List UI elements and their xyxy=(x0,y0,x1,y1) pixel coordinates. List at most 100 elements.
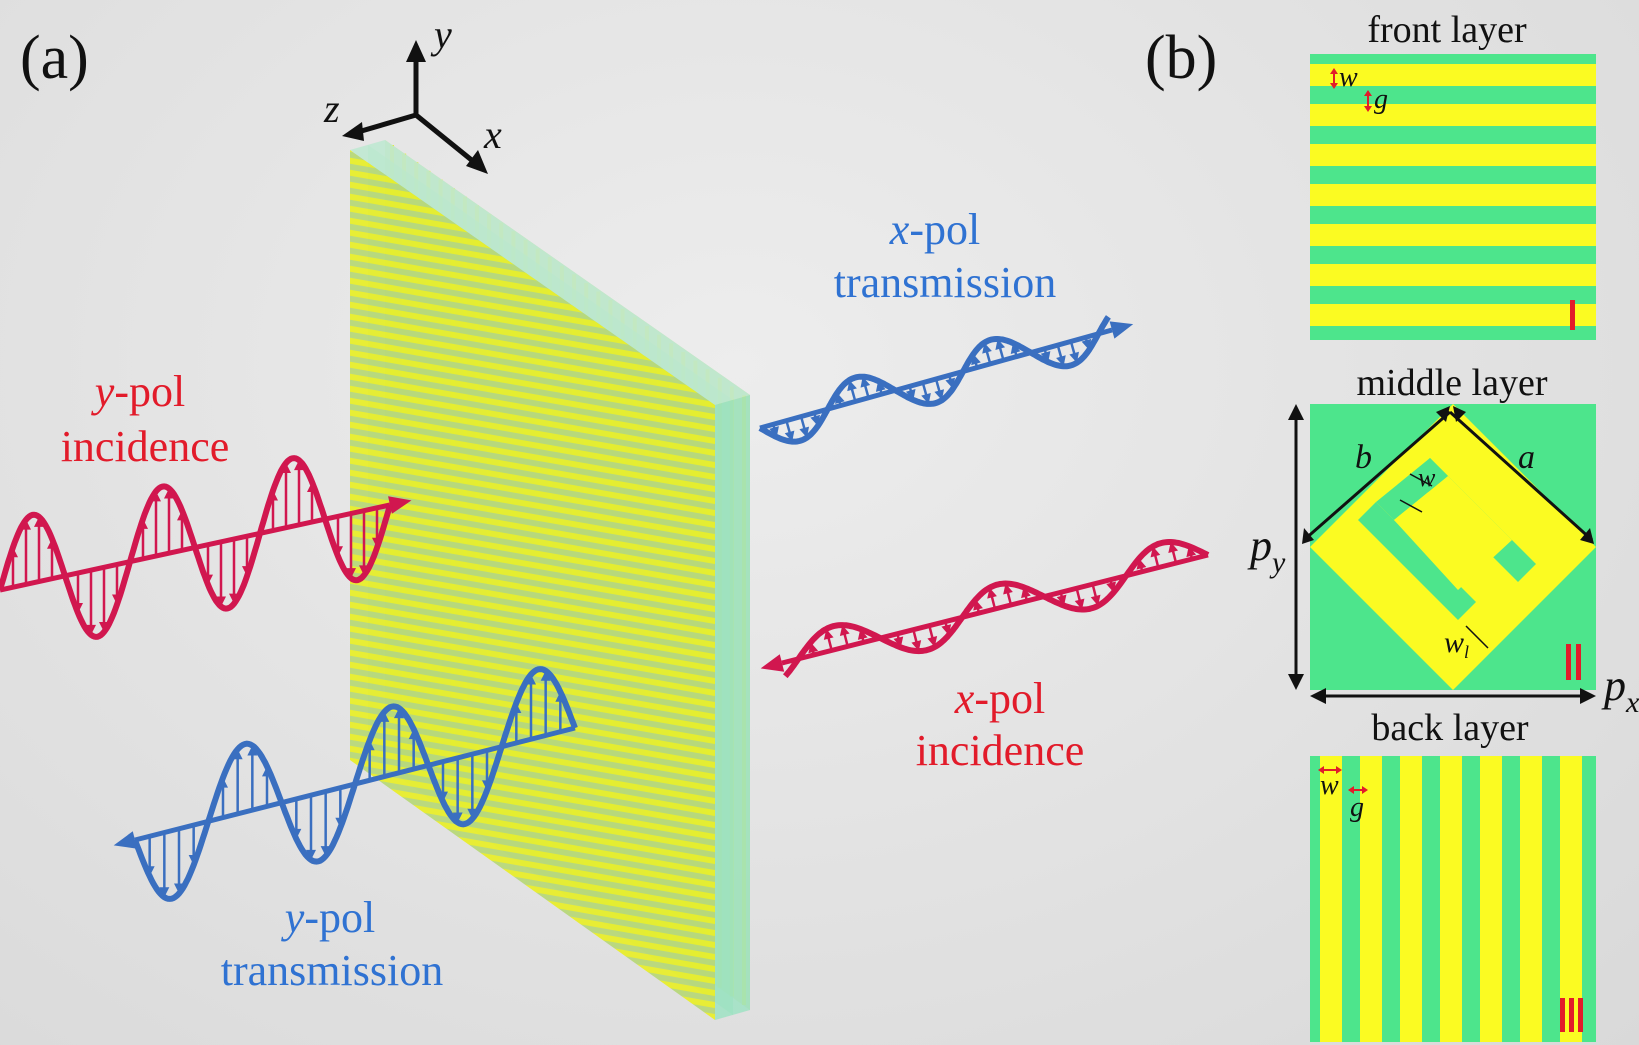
caption-y-pol-incidence-var: y xyxy=(91,367,115,416)
field-vector-head xyxy=(291,828,302,839)
back-metal-strip xyxy=(1480,756,1502,1042)
axis-label-x: x xyxy=(483,112,502,157)
back-metal-strip xyxy=(1520,756,1542,1042)
field-vector-head xyxy=(47,538,57,549)
field-vector-head xyxy=(335,817,346,828)
field-vector-head xyxy=(1056,594,1067,606)
field-vector-head xyxy=(229,593,239,604)
field-vector-head xyxy=(1010,342,1021,354)
field-vector-head xyxy=(86,624,96,635)
field-vector-head xyxy=(364,740,375,751)
field-vector-head xyxy=(1040,351,1051,363)
caption-x-pol-transmission-var: x xyxy=(889,205,910,254)
wave-envelope xyxy=(782,539,1210,679)
middle-py-label: py xyxy=(1247,521,1286,579)
back-g-label: g xyxy=(1350,792,1364,823)
axis-label-y: y xyxy=(430,12,452,57)
middle-py-label-sub: y xyxy=(1269,546,1286,579)
back-metal-strip xyxy=(1560,756,1582,1042)
field-vector-head xyxy=(151,491,161,502)
field-vector-head xyxy=(905,389,916,400)
caption-x-pol-transmission: x-pol xyxy=(889,205,980,254)
front-metal-strip xyxy=(1310,184,1596,206)
field-vector-head xyxy=(1074,598,1085,610)
middle-slot-connector xyxy=(1376,458,1448,520)
caption-y-pol-incidence-suffix: -pol xyxy=(114,367,185,416)
field-vector-head xyxy=(188,855,199,866)
front-layer-stripes xyxy=(1310,64,1596,326)
wave-envelope xyxy=(132,666,578,902)
field-vector-head xyxy=(21,519,31,530)
caption-x-pol-incidence-var: x xyxy=(954,674,975,723)
wave-y-pol-incidence xyxy=(0,455,412,640)
field-vector-head xyxy=(159,887,170,898)
caption-x-pol-transmission-suffix: -pol xyxy=(909,205,980,254)
field-vector-head xyxy=(307,482,317,493)
field-vector-head xyxy=(1186,546,1197,558)
field-vector-head xyxy=(346,568,356,579)
field-vector-head xyxy=(242,566,252,577)
slab-side-edge xyxy=(715,395,750,1020)
field-vector-head xyxy=(982,342,992,354)
slab-top-edge xyxy=(350,140,750,405)
field-vector-head xyxy=(1069,351,1079,363)
middle-layer-marker-bar1 xyxy=(1566,644,1571,680)
middle-dimensions xyxy=(1288,404,1596,704)
field-vector-head xyxy=(144,866,155,877)
propagation-arrowhead xyxy=(1109,321,1134,339)
field-vector-head xyxy=(306,849,316,860)
front-layer-title: front layer xyxy=(1367,9,1527,51)
middle-px-label: px xyxy=(1601,661,1639,719)
field-vector-head xyxy=(467,808,478,819)
field-vector-head xyxy=(540,670,551,681)
back-layer-marker-bar2 xyxy=(1569,998,1574,1032)
field-vector-head xyxy=(359,565,369,576)
panel-a-label: (a) xyxy=(20,24,89,92)
middle-layer-cell xyxy=(1310,404,1596,690)
field-vector-head xyxy=(839,625,850,637)
field-vector-head xyxy=(216,596,226,607)
field-vector-head xyxy=(810,414,821,426)
field-vector-head xyxy=(987,587,997,599)
caption-y-pol-transmission-suffix: -pol xyxy=(304,893,375,942)
field-vector-head xyxy=(1081,338,1092,350)
middle-layer-title: middle layer xyxy=(1357,362,1548,404)
back-w-dimension xyxy=(1318,766,1368,794)
front-metal-strip xyxy=(1310,104,1596,126)
field-vector-head xyxy=(934,389,945,401)
field-vector-head xyxy=(1168,542,1179,553)
field-vector-head xyxy=(875,380,886,392)
field-vector-head xyxy=(1056,355,1066,367)
field-vector-head xyxy=(174,883,184,894)
propagation-arrowhead xyxy=(760,654,785,672)
front-metal-strip xyxy=(1310,304,1596,326)
field-vector-head xyxy=(294,460,304,471)
caption-y-pol-transmission-var: y xyxy=(281,893,305,942)
back-layer-cell xyxy=(1310,756,1596,1042)
caption-y-pol-incidence: y-pol xyxy=(91,367,185,416)
front-layer-cell xyxy=(1310,54,1596,340)
front-metal-strip xyxy=(1310,64,1596,86)
field-vector-head xyxy=(945,377,956,389)
field-vector-head xyxy=(941,624,952,636)
field-vector-head xyxy=(1150,546,1161,558)
field-vector-head xyxy=(408,729,419,740)
middle-w1-label-sub: l xyxy=(1464,642,1469,662)
field-vector-head xyxy=(281,462,291,473)
field-vector-head xyxy=(555,691,566,702)
front-g-dimension xyxy=(1364,90,1372,112)
slab-front-layer xyxy=(350,150,715,1020)
coordinate-axes xyxy=(342,40,488,174)
back-metal-strip xyxy=(1400,756,1422,1042)
field-vector-head xyxy=(333,546,343,557)
middle-px-label-main: p xyxy=(1601,661,1626,710)
field-vector-head xyxy=(835,392,845,404)
caption-x-pol-incidence-suffix: -pol xyxy=(974,674,1045,723)
field-vector-head xyxy=(372,537,382,548)
front-w-label: w xyxy=(1339,62,1358,93)
back-metal-strip xyxy=(1320,756,1342,1042)
field-vector-head xyxy=(995,338,1006,350)
metasurface-slab xyxy=(350,140,750,1020)
caption-x-pol-incidence-line2: incidence xyxy=(916,726,1085,775)
